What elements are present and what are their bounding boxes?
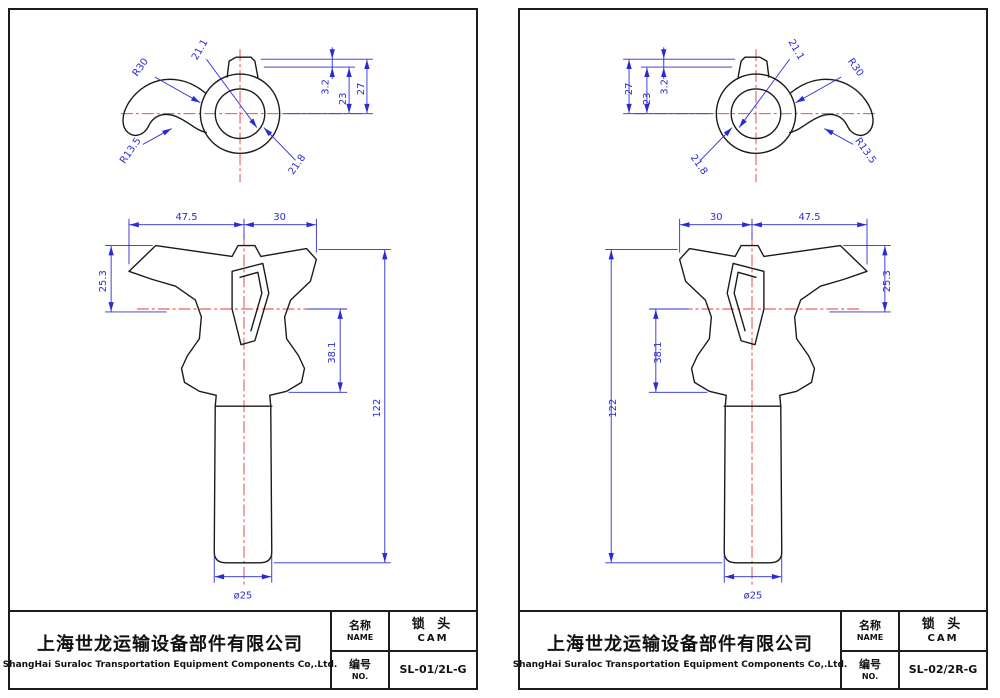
dim-label-21-1: 21.1 bbox=[190, 38, 211, 63]
name-label-cell: 名称 NAME bbox=[842, 612, 898, 650]
no-label-cn: 编号 bbox=[859, 658, 881, 672]
no-label-cell: 编号 NO. bbox=[842, 650, 898, 688]
dim-label-r13-5: R13.5 bbox=[852, 136, 878, 166]
dim-label-23: 23 bbox=[642, 93, 653, 106]
dim-label-23: 23 bbox=[338, 93, 349, 106]
dim-label-47-5: 47.5 bbox=[798, 212, 820, 223]
dim-label-122: 122 bbox=[608, 399, 619, 418]
part-geometry bbox=[105, 47, 391, 584]
title-block: 上海世龙运输设备部件有限公司 ShangHai Suraloc Transpor… bbox=[3, 610, 476, 688]
dim-label-3-2: 3.2 bbox=[660, 79, 671, 95]
part-name-en: CAM bbox=[927, 632, 959, 644]
company-name-cn: 上海世龙运输设备部件有限公司 bbox=[37, 634, 303, 655]
dim-label-38-1: 38.1 bbox=[653, 342, 664, 364]
dim-label-27: 27 bbox=[624, 83, 635, 96]
dim-label-30: 30 bbox=[710, 212, 723, 223]
part-geometry-mirrored bbox=[605, 47, 891, 584]
company-cell: 上海世龙运输设备部件有限公司 ShangHai Suraloc Transpor… bbox=[3, 612, 337, 688]
part-name-cell: 锁 头 CAM bbox=[388, 612, 476, 650]
dim-label-3-2: 3.2 bbox=[320, 79, 331, 95]
part-name-cn: 锁 头 bbox=[411, 616, 455, 632]
drawing-number: SL-02/2R-G bbox=[898, 650, 986, 688]
part-name-cell: 锁 头 CAM bbox=[898, 612, 986, 650]
dim-label-21-1: 21.1 bbox=[786, 38, 807, 63]
dim-label-21-8: 21.8 bbox=[287, 153, 309, 177]
dimension-labels: R30 21.1 3.2 23 27 R13.5 21.8 47.5 30 25… bbox=[608, 38, 893, 602]
dim-label-r13-5: R13.5 bbox=[118, 136, 144, 166]
drawing-sheet-right: R30 21.1 3.2 23 27 R13.5 21.8 47.5 30 25… bbox=[513, 8, 988, 690]
drawing-sheet-left: R30 21.1 3.2 23 27 R13.5 21.8 47.5 30 25… bbox=[3, 8, 478, 690]
part-name-cn: 锁 头 bbox=[921, 616, 965, 632]
dim-label-47-5: 47.5 bbox=[175, 212, 197, 223]
company-name-en: ShangHai Suraloc Transportation Equipmen… bbox=[2, 660, 338, 670]
name-label-en: NAME bbox=[346, 632, 374, 642]
dim-label-122: 122 bbox=[372, 399, 383, 418]
dim-label-25-3: 25.3 bbox=[98, 270, 109, 292]
dim-label-r30: R30 bbox=[131, 56, 151, 78]
dim-label-r30: R30 bbox=[845, 56, 865, 78]
name-label-cell: 名称 NAME bbox=[332, 612, 388, 650]
name-label-en: NAME bbox=[856, 632, 884, 642]
drawing-number: SL-01/2L-G bbox=[388, 650, 476, 688]
dim-label-dia25: ø25 bbox=[744, 591, 763, 602]
name-label-cn: 名称 bbox=[349, 619, 371, 633]
dim-label-25-3: 25.3 bbox=[882, 270, 893, 292]
dim-label-38-1: 38.1 bbox=[327, 342, 338, 364]
title-block: 上海世龙运输设备部件有限公司 ShangHai Suraloc Transpor… bbox=[513, 610, 986, 688]
dim-label-dia25: ø25 bbox=[234, 591, 253, 602]
company-name-en: ShangHai Suraloc Transportation Equipmen… bbox=[512, 660, 848, 670]
dim-label-30: 30 bbox=[273, 212, 286, 223]
technical-drawing-left: R30 21.1 3.2 23 27 R13.5 21.8 47.5 30 25… bbox=[98, 38, 476, 602]
name-label-cn: 名称 bbox=[859, 619, 881, 633]
part-name-en: CAM bbox=[417, 632, 449, 644]
dim-label-21-8: 21.8 bbox=[688, 153, 710, 177]
dim-label-27: 27 bbox=[356, 83, 367, 96]
no-label-cn: 编号 bbox=[349, 658, 371, 672]
no-label-cell: 编号 NO. bbox=[332, 650, 388, 688]
no-label-en: NO. bbox=[861, 671, 879, 681]
company-cell: 上海世龙运输设备部件有限公司 ShangHai Suraloc Transpor… bbox=[513, 612, 847, 688]
technical-drawing-right: R30 21.1 3.2 23 27 R13.5 21.8 47.5 30 25… bbox=[520, 38, 893, 602]
no-label-en: NO. bbox=[351, 671, 369, 681]
company-name-cn: 上海世龙运输设备部件有限公司 bbox=[547, 634, 813, 655]
